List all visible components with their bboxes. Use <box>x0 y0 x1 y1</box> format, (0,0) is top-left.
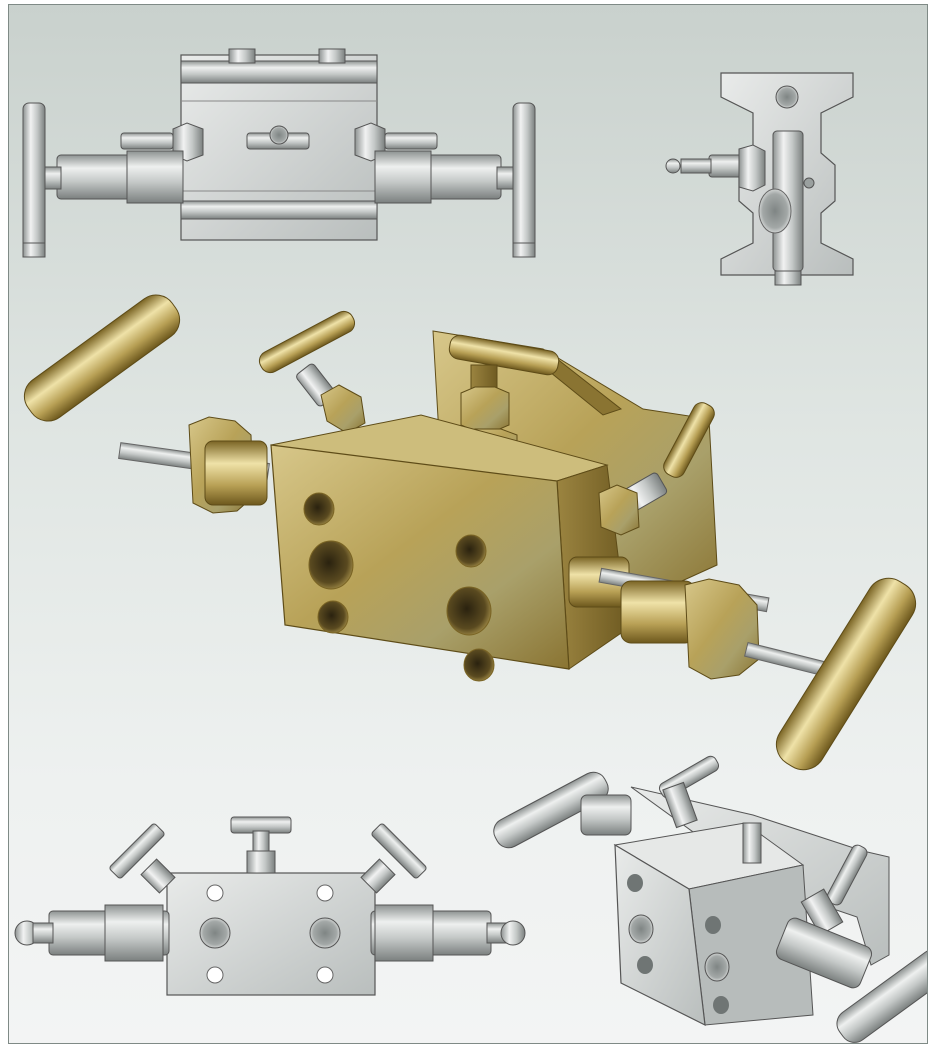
rear-elevation-view <box>14 816 526 996</box>
perspective-photo-view <box>23 294 917 771</box>
isometric-drawing-view <box>493 755 927 1043</box>
manifold-illustration <box>14 48 927 1043</box>
figure-panel <box>8 4 928 1044</box>
front-elevation-view <box>22 48 536 258</box>
side-elevation-view <box>665 72 854 286</box>
